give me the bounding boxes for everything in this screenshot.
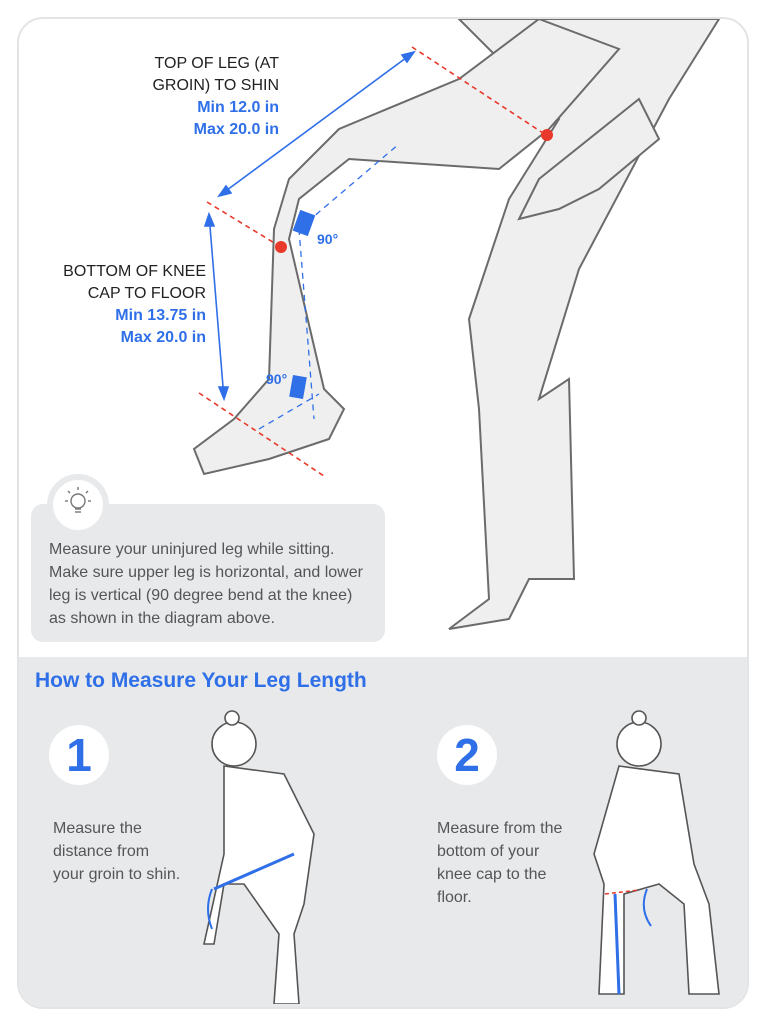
hand bbox=[517, 97, 661, 221]
label-title: TOP OF LEG (AT bbox=[154, 55, 279, 72]
angle-square-ankle bbox=[289, 374, 307, 400]
min-value: Min 13.75 in bbox=[115, 307, 206, 324]
angle-label-knee: 90° bbox=[317, 231, 339, 247]
tip-text: Measure your uninjured leg while sitting… bbox=[49, 541, 363, 627]
step1-illustration bbox=[203, 710, 315, 1004]
step2-illustration bbox=[593, 710, 720, 995]
groin-to-shin-label: TOP OF LEG (AT GROIN) TO SHIN Min 12.0 i… bbox=[79, 53, 279, 141]
right-leg bbox=[448, 19, 721, 630]
label-title: CAP TO FLOOR bbox=[87, 285, 206, 302]
left-leg bbox=[192, 19, 621, 476]
groin-marker bbox=[541, 129, 553, 141]
step-number-2: 2 bbox=[437, 725, 497, 785]
min-value: Min 12.0 in bbox=[197, 99, 279, 116]
infographic-card: TOP OF LEG (AT GROIN) TO SHIN Min 12.0 i… bbox=[17, 17, 749, 1009]
angle-label-ankle: 90° bbox=[266, 371, 288, 387]
max-value: Max 20.0 in bbox=[120, 329, 206, 346]
step-number-1: 1 bbox=[49, 725, 109, 785]
angle-square-knee bbox=[292, 209, 316, 237]
leg-illustration bbox=[192, 19, 721, 630]
knee-marker bbox=[275, 241, 287, 253]
step-text-1: Measure the distance from your groin to … bbox=[53, 820, 181, 883]
section-title: How to Measure Your Leg Length bbox=[35, 669, 367, 692]
step-text-2: Measure from the bottom of your knee cap… bbox=[437, 820, 563, 906]
lightbulb-icon bbox=[47, 474, 109, 536]
knee-to-floor-label: BOTTOM OF KNEE CAP TO FLOOR Min 13.75 in… bbox=[34, 261, 206, 349]
label-title: GROIN) TO SHIN bbox=[152, 77, 279, 94]
label-title: BOTTOM OF KNEE bbox=[63, 263, 206, 280]
max-value: Max 20.0 in bbox=[193, 121, 279, 138]
